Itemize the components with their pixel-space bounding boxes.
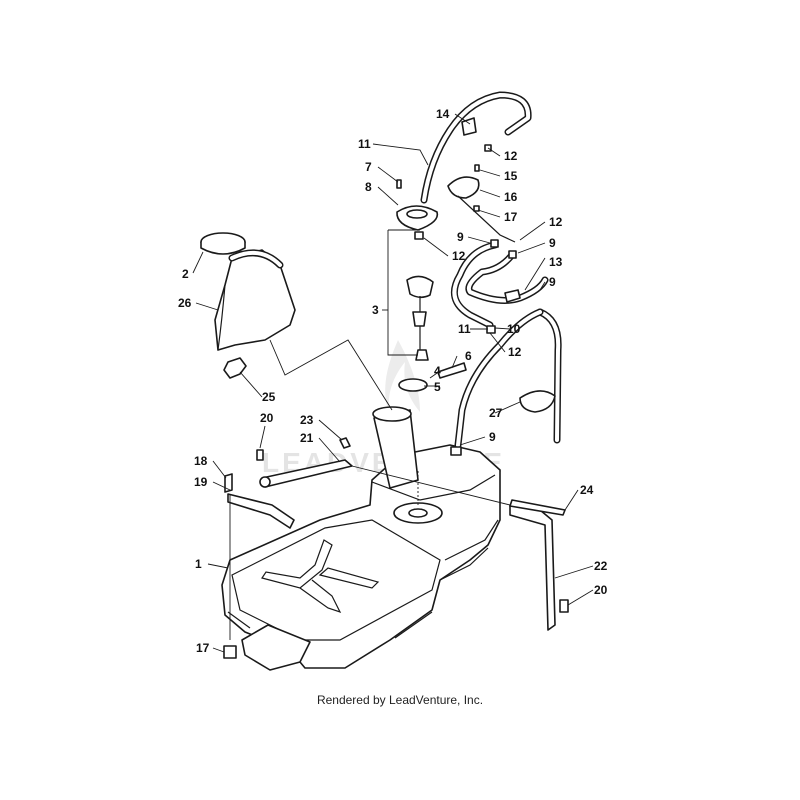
left-strap: [227, 493, 295, 529]
tank-side-ridge: [439, 519, 499, 581]
cap-to-neck-line: [269, 339, 393, 411]
tank-front-foot: [241, 624, 311, 671]
vent-tee-fitting: [504, 289, 521, 303]
fuel-cap-assembly: [200, 232, 393, 411]
callout-3: 3: [372, 303, 379, 317]
pump-filter: [437, 362, 467, 379]
tank-x-rib-2: [318, 567, 380, 589]
callout-12-d: 12: [508, 345, 522, 359]
right-strap-screw: [559, 599, 569, 613]
valve-nut: [473, 205, 480, 212]
strap-alignment-line: [351, 465, 511, 506]
tank-upper-rim: [371, 474, 496, 501]
callout-22: 22: [594, 559, 608, 573]
render-credit: Rendered by LeadVenture, Inc.: [316, 693, 484, 707]
cap-tether-strap: [217, 284, 226, 351]
right-strap: [509, 504, 556, 631]
callout-12-a: 12: [504, 149, 518, 163]
callout-20-b: 20: [594, 583, 608, 597]
callout-12-b: 12: [452, 249, 466, 263]
pump-opening-inner: [408, 508, 428, 518]
valve-screw: [474, 164, 480, 172]
callout-24: 24: [580, 483, 594, 497]
callout-19: 19: [194, 475, 208, 489]
callout-1: 1: [195, 557, 202, 571]
callout-11-a: 11: [358, 137, 371, 151]
filler-neck-mouth: [372, 406, 412, 422]
callout-7: 7: [365, 160, 372, 174]
tank-x-rib: [261, 539, 342, 614]
callout-13: 13: [549, 255, 563, 269]
pump-screw: [396, 179, 402, 189]
callout-4: 4: [434, 364, 441, 378]
callout-14: 14: [436, 107, 450, 121]
pump-sender: [412, 311, 427, 327]
callout-9-b: 9: [549, 236, 556, 250]
callout-11-b: 11: [458, 322, 471, 336]
callout-5: 5: [434, 380, 441, 394]
fuel-tank: [221, 444, 501, 671]
callout-9-d: 9: [489, 430, 496, 444]
callout-23: 23: [300, 413, 314, 427]
filler-neck: [372, 406, 419, 489]
pump-o-ring: [398, 378, 428, 392]
pump-fitting: [414, 231, 424, 240]
callout-27: 27: [489, 406, 503, 420]
callout-18: 18: [194, 454, 208, 468]
left-strap-nut: [223, 645, 237, 659]
tank-top-edge: [231, 519, 441, 641]
pump-head: [406, 275, 434, 299]
callout-26: 26: [178, 296, 192, 310]
callout-16: 16: [504, 190, 518, 204]
vent-hose-assembly: [420, 91, 562, 456]
callout-6: 6: [465, 349, 472, 363]
callout-25: 25: [262, 390, 276, 404]
rollover-valve: [447, 176, 480, 199]
callout-12-c: 12: [549, 215, 563, 229]
tank-vent-fitting: [450, 446, 462, 456]
tank-strap-clip: [519, 390, 556, 413]
hose-clamp-mid: [508, 250, 517, 259]
vent-clamp: [461, 117, 477, 136]
leader-lines: [192, 113, 594, 653]
callout-17-b: 17: [196, 641, 210, 655]
callout-labels: 1 2 3 4 5 6 7 8 9 9 9 9 10 11 11 12 12 1…: [178, 107, 608, 655]
tank-straps: [223, 437, 569, 659]
fuel-pump-assembly: [387, 179, 467, 392]
callout-8: 8: [365, 180, 372, 194]
pump-strainer: [415, 349, 429, 361]
hose-clamp-lower: [486, 325, 496, 334]
valve-outlet-line: [457, 195, 516, 243]
callout-2: 2: [182, 267, 189, 281]
pump-bracket-line: [387, 230, 418, 356]
bracket-screw: [256, 449, 264, 461]
callout-9-a: 9: [457, 230, 464, 244]
hose-clamp-left: [490, 239, 499, 248]
callout-15: 15: [504, 169, 518, 183]
callout-21: 21: [300, 431, 314, 445]
watermark-logo-shape: [385, 340, 420, 420]
callout-20-a: 20: [260, 411, 274, 425]
front-strap-eye: [259, 476, 271, 488]
callout-10: 10: [507, 322, 521, 336]
left-strap-bolt: [224, 473, 233, 493]
pump-ring-inner: [406, 209, 428, 219]
callout-9-c: 9: [549, 275, 556, 289]
callout-17-a: 17: [504, 210, 518, 224]
right-strap-bolt: [509, 499, 566, 516]
fuel-cap-rim: [200, 241, 246, 255]
tank-bottom-edge: [227, 611, 433, 639]
bracket-bolt: [339, 437, 351, 449]
